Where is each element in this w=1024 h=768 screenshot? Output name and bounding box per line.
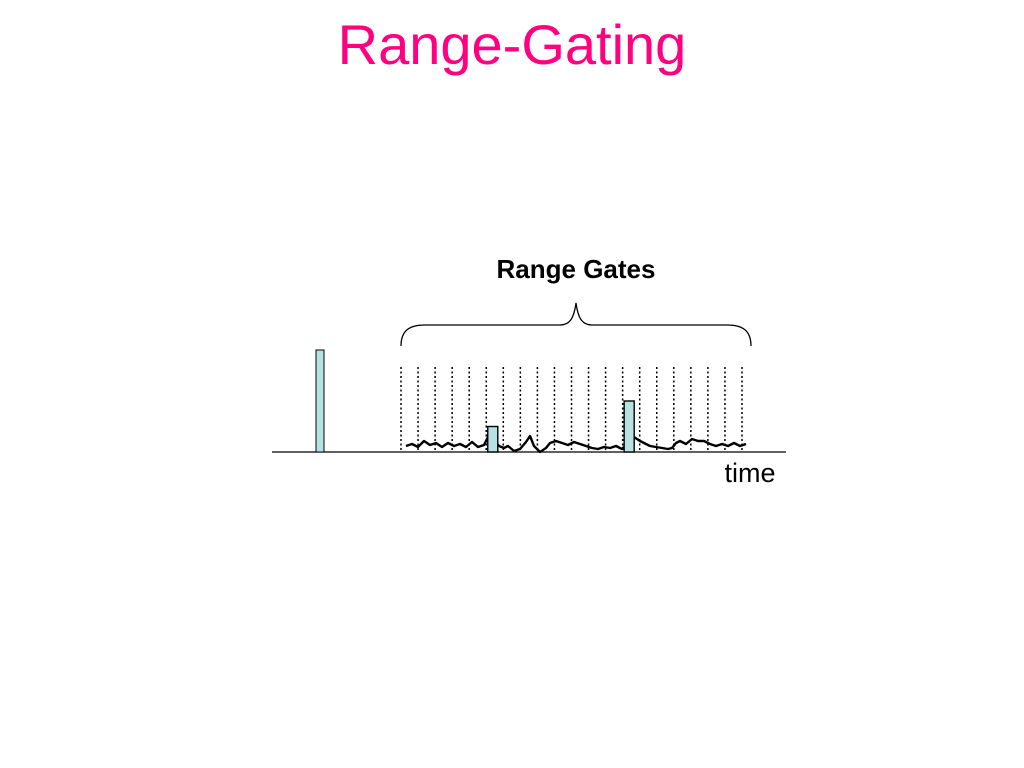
time-axis-label: time bbox=[724, 458, 775, 488]
transmitted-pulse bbox=[315, 349, 325, 453]
echo-pulse bbox=[487, 425, 499, 453]
slide-title: Range-Gating bbox=[337, 13, 687, 76]
echo-pulse bbox=[623, 400, 635, 453]
echo-returns bbox=[487, 400, 635, 453]
range-gates-brace bbox=[400, 302, 752, 347]
gate-lines bbox=[400, 367, 743, 452]
range-gates-label: Range Gates bbox=[497, 254, 656, 284]
noise-trace bbox=[405, 434, 747, 454]
